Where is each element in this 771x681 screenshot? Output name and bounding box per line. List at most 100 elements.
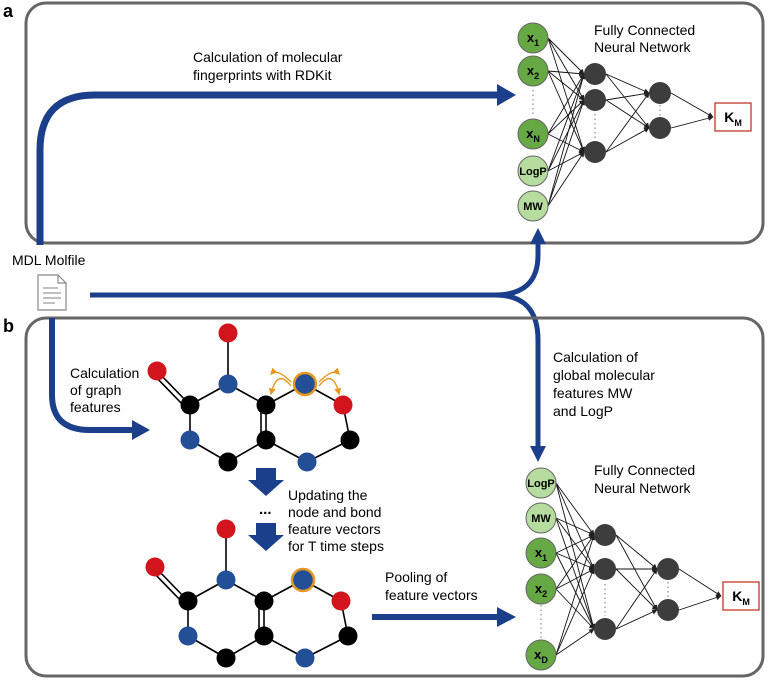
pooling-text-1: Pooling of xyxy=(385,569,447,585)
net-a-title-1: Fully Connected xyxy=(594,22,695,38)
mol2-atom-black xyxy=(338,626,358,646)
net-b-input-x2: x2 xyxy=(525,573,557,605)
graph-features-1: Calculation xyxy=(70,365,139,381)
panel-b-letter: b xyxy=(3,316,14,336)
net-b-title-2: Neural Network xyxy=(594,480,691,496)
net-a-edge xyxy=(670,115,714,129)
arrow-rdkit-head xyxy=(497,84,516,106)
mol2-atom-red xyxy=(145,557,165,577)
svg-text:KM: KM xyxy=(732,588,750,607)
mol2-atom-red xyxy=(331,591,351,611)
graph-features-2: of graph xyxy=(70,382,121,398)
net-a-edge xyxy=(547,99,585,135)
svg-text:xD: xD xyxy=(534,647,548,665)
pooling-text-2: feature vectors xyxy=(385,587,478,603)
net-a-edge xyxy=(605,92,650,153)
net-a-hidden2-neuron xyxy=(649,82,671,104)
net-a-input-x2: x2 xyxy=(517,55,549,87)
mol1-atom-blue xyxy=(180,430,200,450)
mol1-atom-black xyxy=(218,452,238,472)
net-b-edge xyxy=(555,517,595,570)
net-b-edge xyxy=(555,534,596,656)
mol1-atom-blue xyxy=(297,452,317,472)
arrow-global-down-head xyxy=(530,446,546,462)
arrow-graph-head xyxy=(132,420,150,440)
svg-text:x1: x1 xyxy=(535,545,547,563)
svg-text:xN: xN xyxy=(526,126,540,144)
arrow-global-down xyxy=(494,292,541,448)
net-b-hidden2-neuron xyxy=(657,558,679,580)
net-a-hidden1-neuron xyxy=(584,63,606,85)
arrow-global-up-head xyxy=(530,228,546,244)
neural-network-b: LogP MW x1 x2 xD KM xyxy=(525,467,760,671)
mol1-atoms xyxy=(147,323,360,472)
net-a-input-xn: xN xyxy=(517,118,549,150)
mol1-atom-blue xyxy=(292,371,318,397)
neural-network-a: x1 x2 xN LogP MW KM xyxy=(517,22,752,222)
net-a-input-logp: LogP xyxy=(517,155,549,187)
net-b-edge xyxy=(615,568,658,630)
net-a-edge xyxy=(547,37,586,153)
update-text-1: Updating the xyxy=(288,487,368,503)
net-b-input-mw: MW xyxy=(525,502,557,534)
mol2-atom-black xyxy=(178,591,198,611)
net-b-hidden2-neuron xyxy=(657,599,679,621)
net-a-edge xyxy=(605,99,650,129)
mol2-atom-black xyxy=(254,626,274,646)
mol1-atom-black xyxy=(256,395,276,415)
net-b-edge xyxy=(555,517,595,630)
net-b-title-1: Fully Connected xyxy=(594,462,695,478)
mol1-atom-red xyxy=(147,361,167,381)
arrow-rdkit xyxy=(36,91,500,245)
update-arrow-1 xyxy=(248,468,284,496)
net-b-edge xyxy=(615,609,658,630)
net-b-input-logp: LogP xyxy=(525,467,557,499)
svg-text:LogP: LogP xyxy=(527,478,555,490)
net-b-connections xyxy=(555,482,722,656)
svg-text:MW: MW xyxy=(523,201,543,213)
panel-a-border xyxy=(24,1,765,245)
net-a-output-km: KM xyxy=(714,102,752,132)
mol1-atom-blue xyxy=(218,374,238,394)
net-a-input-mw: MW xyxy=(517,190,549,222)
net-a-edge xyxy=(547,70,585,153)
net-b-input-xd: xD xyxy=(525,639,557,671)
net-a-edge xyxy=(547,151,585,172)
global-features-3: features MW xyxy=(553,385,633,401)
svg-text:x1: x1 xyxy=(527,30,539,48)
net-a-edge xyxy=(547,99,585,207)
net-a-edge xyxy=(605,127,650,153)
global-features-2: global molecular xyxy=(553,367,655,383)
net-a-edge xyxy=(547,70,585,77)
mol2-atom-blue xyxy=(295,648,315,668)
mol1-atom-black xyxy=(340,430,360,450)
mol2-atom-red xyxy=(216,519,236,539)
rdkit-label-1: Calculation of molecular xyxy=(193,49,343,65)
global-features-4: and LogP xyxy=(553,403,613,419)
net-b-edge xyxy=(615,568,658,611)
mol2-atom-blue xyxy=(178,626,198,646)
update-arrow-2 xyxy=(248,523,284,551)
update-text-3: feature vectors xyxy=(288,521,381,537)
net-a-edge xyxy=(605,73,650,129)
svg-text:MW: MW xyxy=(531,513,551,525)
net-b-edge xyxy=(555,568,595,656)
mol2-atom-black xyxy=(254,591,274,611)
molfile-label: MDL Molfile xyxy=(12,252,86,268)
molecule-graph-updated xyxy=(145,519,358,668)
svg-text:x2: x2 xyxy=(527,63,539,81)
mol2-atom-blue xyxy=(216,570,236,590)
svg-text:KM: KM xyxy=(724,109,742,128)
net-a-edge xyxy=(547,73,586,207)
mol1-message-passing-arrows xyxy=(268,367,342,396)
net-b-edge xyxy=(678,568,722,597)
rdkit-label-2: fingerprints with RDKit xyxy=(193,67,332,83)
update-ellipsis: ... xyxy=(259,501,272,518)
arrow-global-split xyxy=(90,242,541,298)
mol1-atom-black xyxy=(256,430,276,450)
net-b-edge xyxy=(555,552,595,630)
net-b-output-km: KM xyxy=(722,581,760,611)
molecule-graph-initial xyxy=(147,323,360,472)
net-b-edge xyxy=(555,628,595,656)
net-b-edge xyxy=(555,588,595,630)
